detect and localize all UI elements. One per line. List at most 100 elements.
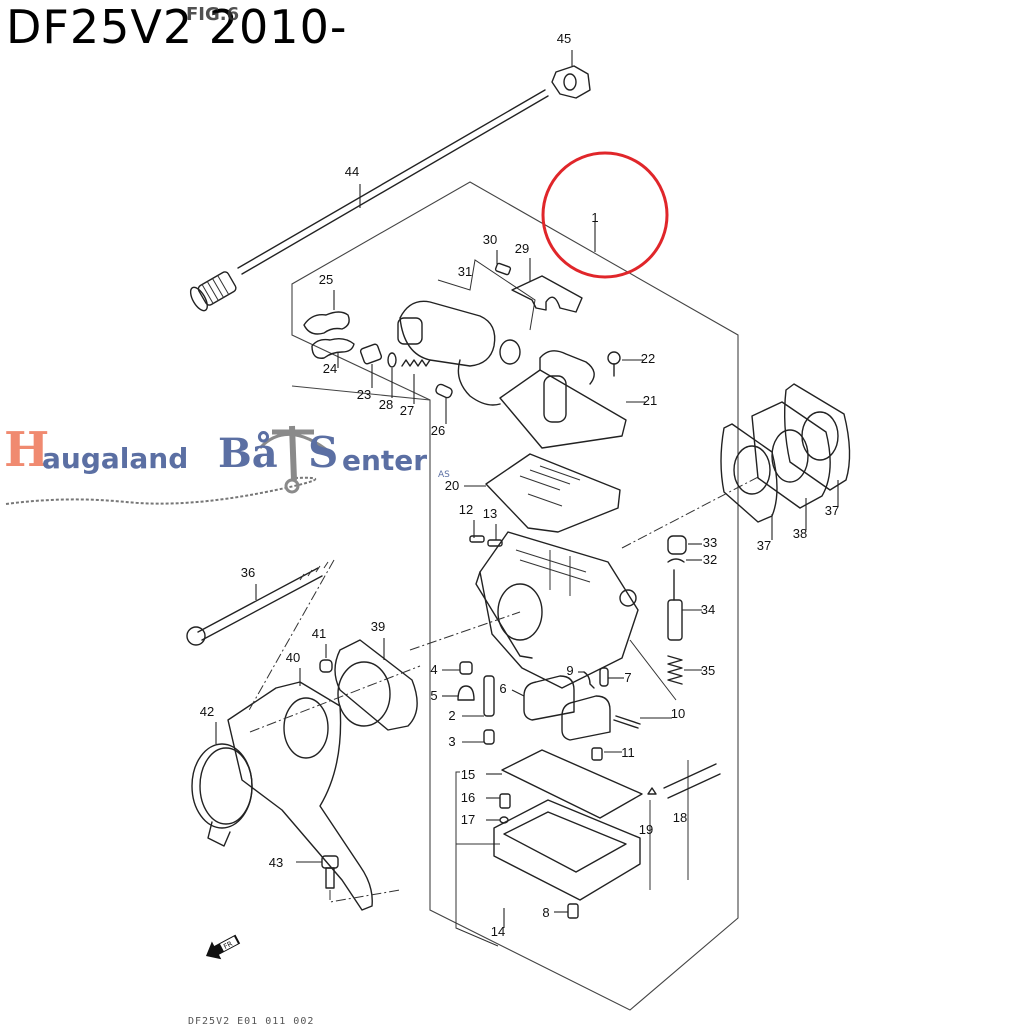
callout-1: 1 <box>591 210 598 225</box>
anchor-icon <box>258 425 333 494</box>
callout-37: 37 <box>757 538 771 553</box>
callout-23: 23 <box>357 387 371 402</box>
callout-37: 37 <box>825 503 839 518</box>
cap-part-5 <box>442 685 475 701</box>
callout-11: 11 <box>621 745 635 760</box>
callout-16: 16 <box>461 790 475 805</box>
callout-24: 24 <box>323 361 337 376</box>
callout-38: 38 <box>793 526 807 541</box>
flange-part-39 <box>334 638 418 731</box>
svg-text:FR: FR <box>222 940 234 951</box>
clip-part-9 <box>578 671 595 689</box>
plunger-part-26 <box>435 383 453 424</box>
screw-part-13 <box>487 524 503 547</box>
needle-part-34 <box>667 569 702 641</box>
logo-initial-h: H <box>4 422 50 478</box>
callout-26: 26 <box>431 423 445 438</box>
callout-17: 17 <box>461 812 475 827</box>
screw-part-16 <box>486 793 511 809</box>
logo-word-ba: Bå <box>218 430 278 477</box>
nut-part-41 <box>319 644 333 673</box>
callout-14: 14 <box>491 924 505 939</box>
callout-6: 6 <box>499 681 506 696</box>
logo-word-senter: enter <box>342 444 428 477</box>
callout-30: 30 <box>483 232 497 247</box>
callout-40: 40 <box>286 650 300 665</box>
needle-valve-part-7 <box>599 667 624 687</box>
callout-22: 22 <box>641 351 655 366</box>
float-bowl-gasket-part-15 <box>486 749 643 819</box>
callout-43: 43 <box>269 855 283 870</box>
cap-part-4 <box>442 661 473 675</box>
logo-initial-s: S <box>308 428 339 477</box>
clip-part-19 <box>647 787 657 795</box>
callout-12: 12 <box>459 502 473 517</box>
gasket-part-37-front <box>720 423 778 540</box>
callout-3: 3 <box>448 734 455 749</box>
callout-29: 29 <box>515 241 529 256</box>
callout-32: 32 <box>703 552 717 567</box>
assembly-frame <box>291 181 739 1011</box>
callout-36: 36 <box>241 565 255 580</box>
highlight-circle <box>541 151 669 279</box>
callout-19: 19 <box>639 822 653 837</box>
hose-part-24 <box>311 337 355 368</box>
callout-2: 2 <box>448 708 455 723</box>
callout-44: 44 <box>345 164 359 179</box>
bolt-part-36 <box>186 561 329 646</box>
anchor-chain-decoration <box>5 425 333 505</box>
carburetor-body <box>409 475 761 689</box>
float-part-6 <box>511 675 611 741</box>
callout-13: 13 <box>483 506 497 521</box>
callout-45: 45 <box>557 31 571 46</box>
front-direction-arrow: FR <box>206 934 241 960</box>
screw-part-12 <box>469 520 485 543</box>
watermark-logo: H augaland Bå S enter AS <box>2 418 462 508</box>
bolt-part-43 <box>296 855 401 903</box>
gasket-part-37-rear <box>783 383 851 506</box>
nut-part-45 <box>551 50 591 99</box>
gasket-part-20 <box>464 453 621 533</box>
callout-28: 28 <box>379 397 393 412</box>
tube-part-2 <box>462 675 495 717</box>
drain-screw-part-8 <box>554 903 579 919</box>
o-ring-part-28 <box>387 352 397 398</box>
screw-part-11 <box>591 747 622 761</box>
callout-25: 25 <box>319 272 333 287</box>
callout-10: 10 <box>671 706 685 721</box>
spring-part-35 <box>629 639 702 701</box>
pin-part-10 <box>613 715 672 729</box>
callout-21: 21 <box>643 393 657 408</box>
callout-35: 35 <box>701 663 715 678</box>
screw-part-30 <box>494 250 512 276</box>
callout-7: 7 <box>624 670 631 685</box>
bracket-plate-part-40 <box>227 559 421 911</box>
callout-27: 27 <box>400 403 414 418</box>
jet-part-3 <box>462 729 495 745</box>
callout-18: 18 <box>673 810 687 825</box>
callout-9: 9 <box>566 663 573 678</box>
clip-part-32 <box>667 558 702 563</box>
figure-tag: FIG.6 <box>186 4 240 25</box>
callout-31: 31 <box>458 264 472 279</box>
spacer-part-38 <box>751 401 831 530</box>
callout-33: 33 <box>703 535 717 550</box>
callout-42: 42 <box>200 704 214 719</box>
page-title: DF25V2 2010- <box>6 0 348 54</box>
float-bowl-part-14 <box>493 799 641 928</box>
callout-41: 41 <box>312 626 326 641</box>
cover-part-21 <box>499 350 646 449</box>
bracket-part-29 <box>511 258 583 313</box>
fitting-part-23 <box>359 343 383 388</box>
logo-suffix-as: AS <box>438 470 450 480</box>
callout-20: 20 <box>445 478 459 493</box>
choke-cable-part-44 <box>189 89 549 312</box>
spring-part-27 <box>401 359 431 404</box>
callout-4: 4 <box>430 662 437 677</box>
callout-34: 34 <box>701 602 715 617</box>
hose-part-25 <box>303 290 350 335</box>
clamp-part-42 <box>191 722 253 847</box>
callout-15: 15 <box>461 767 475 782</box>
